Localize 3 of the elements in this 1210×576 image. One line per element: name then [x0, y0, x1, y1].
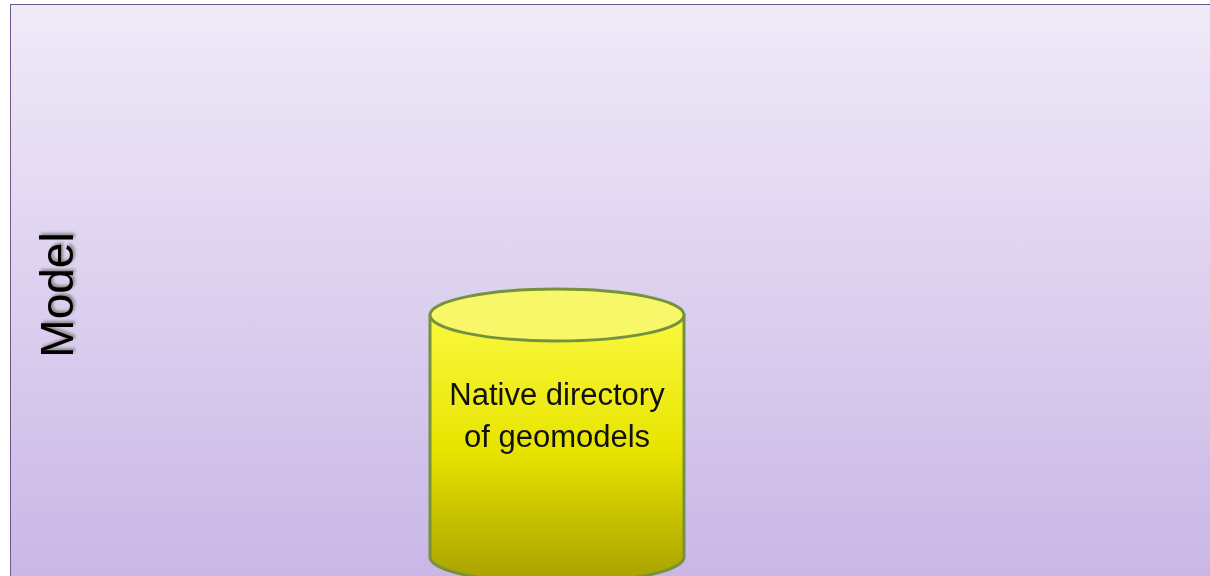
cylinder-label: Native directory of geomodels [448, 376, 666, 456]
swimlane-band [10, 4, 1210, 576]
lane-title: Model [29, 232, 84, 358]
